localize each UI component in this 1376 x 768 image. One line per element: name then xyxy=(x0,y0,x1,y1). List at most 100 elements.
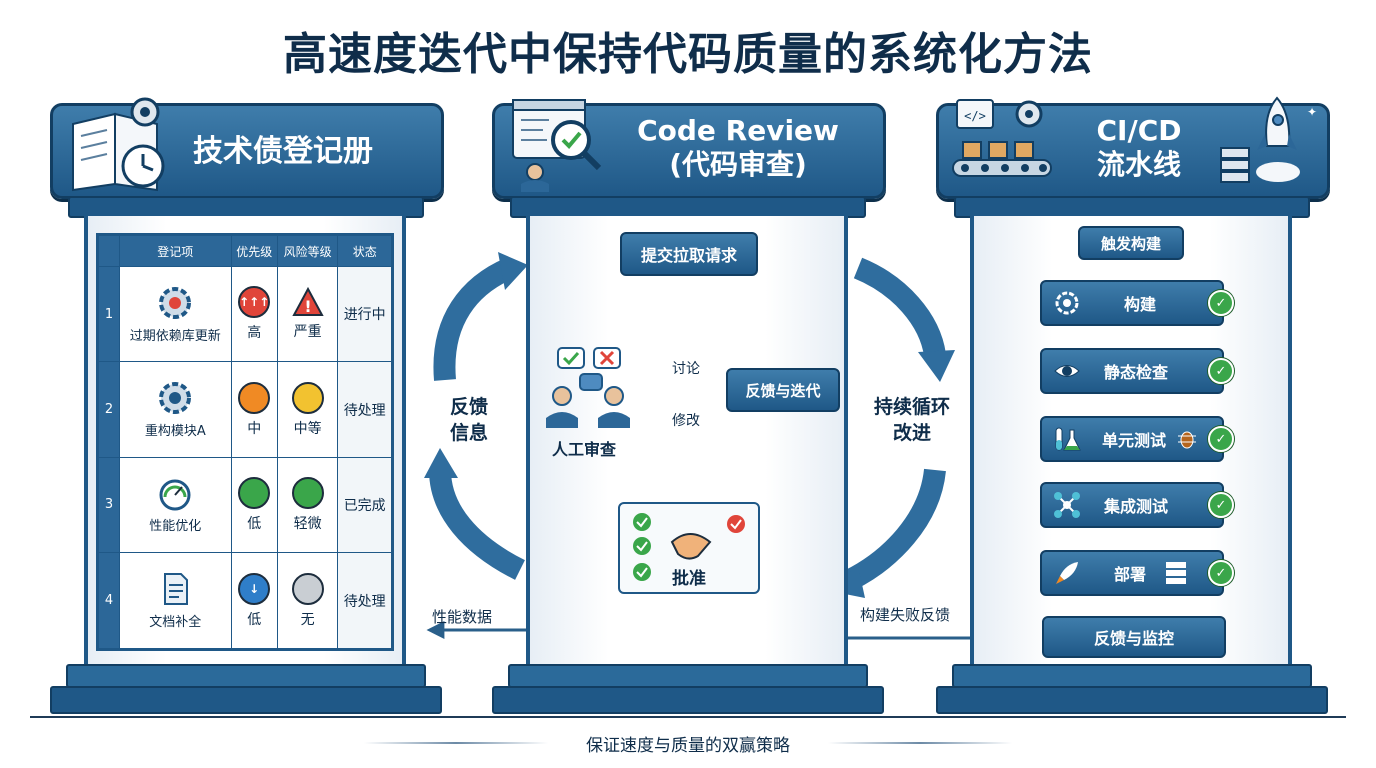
step-label: 构建 xyxy=(1124,295,1157,314)
risk-low-icon xyxy=(291,476,324,509)
tech-debt-base-bottom xyxy=(50,686,442,714)
table-header-row: 登记项 优先级 风险等级 状态 xyxy=(97,234,393,267)
code-review-base-top xyxy=(508,664,868,688)
ground-line xyxy=(30,716,1346,718)
feedback-arrow-up xyxy=(433,257,515,381)
lint-check-icon: ✓ xyxy=(1208,358,1234,384)
rocket-server-icon: ✦ xyxy=(1220,96,1317,183)
cicd-base-top xyxy=(952,664,1312,688)
code-review-header: Code Review (代码审查) xyxy=(492,99,886,199)
svg-text:</>: </> xyxy=(964,109,986,123)
unit-test-check-icon: ✓ xyxy=(1208,426,1234,452)
code-review-magnifier-icon xyxy=(512,99,602,192)
eye-icon xyxy=(1054,365,1080,377)
debt-item-name: 性能优化 xyxy=(149,519,202,535)
human-review-label: 人工审查 xyxy=(552,440,617,459)
test-tube-icon xyxy=(1055,427,1081,451)
gauge-icon xyxy=(159,479,191,511)
pipeline-step-deploy: 部署 xyxy=(1040,550,1224,596)
footer-slogan: 保证速度与质量的双赢策略 xyxy=(586,736,790,756)
table-row: 3 性能优化 低 轻微 已完成 xyxy=(97,456,393,554)
approve-card: 批准 xyxy=(618,502,760,594)
submit-pr-box: 提交拉取请求 xyxy=(620,232,758,276)
col-header-risk: 风险等级 xyxy=(276,234,339,267)
approve-label: 批准 xyxy=(672,569,706,589)
code-review-title: Code Review (代码审查) xyxy=(613,114,863,181)
tech-debt-title: 技术债登记册 xyxy=(193,134,373,169)
feedback-info-label: 反馈 信息 xyxy=(449,396,488,444)
cicd-base-bottom xyxy=(936,686,1328,714)
integration-test-check-icon: ✓ xyxy=(1208,492,1234,518)
debt-item-name: 文档补全 xyxy=(149,615,202,631)
gear-icon xyxy=(159,382,192,415)
priority-label: 高 xyxy=(247,325,262,342)
feedback-arrow-down xyxy=(429,469,526,580)
build-fail-label: 构建失败反馈 xyxy=(860,606,951,624)
trigger-build-box: 触发构建 xyxy=(1078,226,1184,260)
perf-data-label: 性能数据 xyxy=(432,608,493,626)
priority-medium-icon xyxy=(238,381,271,414)
pipeline-step-unit-test: 单元测试 xyxy=(1040,416,1224,462)
page-title: 高速度迭代中保持代码质量的系统化方法 xyxy=(283,29,1093,80)
step-label: 集成测试 xyxy=(1104,497,1169,516)
build-check-icon: ✓ xyxy=(1208,290,1234,316)
pipeline-step-integration-test: 集成测试 xyxy=(1040,482,1224,528)
server-icon xyxy=(1166,562,1187,584)
risk-medium-icon xyxy=(291,381,324,414)
rocket-icon xyxy=(1056,562,1078,584)
debt-item-name: 过期依赖库更新 xyxy=(129,328,221,344)
risk-label: 中等 xyxy=(293,420,322,437)
debt-item-name: 重构模块A xyxy=(144,424,206,440)
priority-label: 低 xyxy=(247,515,262,532)
risk-none-icon xyxy=(291,572,324,605)
risk-label: 无 xyxy=(300,611,315,628)
status-cell: 进行中 xyxy=(337,265,393,363)
gear-alert-icon xyxy=(159,286,192,319)
priority-label: 低 xyxy=(247,611,262,628)
table-row: 1 过期依赖库更新 ↑↑↑高 !严重 进行中 xyxy=(97,265,393,363)
risk-label: 轻微 xyxy=(293,515,322,532)
deploy-check-icon: ✓ xyxy=(1208,560,1234,586)
cicd-header: </> CI/CD 流水线 ✦ xyxy=(936,96,1330,199)
continuous-arrow-down xyxy=(853,257,946,358)
feedback-iterate-box: 反馈与迭代 xyxy=(726,368,840,412)
network-nodes-icon xyxy=(1054,492,1080,518)
footer-line-right xyxy=(828,742,1012,744)
priority-label: 中 xyxy=(247,420,262,437)
step-label: 单元测试 xyxy=(1102,431,1167,450)
pipeline-step-build: 构建 xyxy=(1040,280,1224,326)
col-header-status: 状态 xyxy=(337,234,393,267)
risk-label: 严重 xyxy=(293,324,322,341)
approve-checks-icon xyxy=(633,513,745,581)
cicd-title: CI/CD 流水线 xyxy=(1069,114,1209,181)
priority-low-icon xyxy=(238,476,271,509)
row-number: 3 xyxy=(97,456,120,554)
reviewers-chat-icon xyxy=(546,347,630,428)
status-cell: 已完成 xyxy=(337,456,393,554)
code-review-cap xyxy=(510,196,866,218)
modify-label: 修改 xyxy=(672,413,700,429)
cicd-title-line1: CI/CD xyxy=(1096,114,1182,147)
tech-debt-table: 登记项 优先级 风险等级 状态 1 过期依赖库更新 ↑↑↑高 !严重 进行中 2… xyxy=(96,233,394,651)
tech-debt-base-top xyxy=(66,664,426,688)
step-label: 部署 xyxy=(1114,565,1147,584)
continuous-improve-label: 持续循环 改进 xyxy=(873,396,950,444)
cicd-cap xyxy=(954,196,1310,218)
pipeline-step-lint: 静态检查 xyxy=(1040,348,1224,394)
table-row: 2 重构模块A 中 中等 待处理 xyxy=(97,361,393,458)
col-header-item: 登记项 xyxy=(119,234,232,267)
continuous-arrow-up xyxy=(844,468,946,590)
book-gear-clock-icon xyxy=(72,97,165,192)
svg-text:✦: ✦ xyxy=(1307,105,1317,119)
status-cell: 待处理 xyxy=(337,552,393,650)
tech-debt-cap xyxy=(68,196,424,218)
code-review-title-line1: Code Review xyxy=(637,114,839,147)
row-number: 4 xyxy=(97,552,120,650)
footer-line-left xyxy=(364,742,548,744)
priority-low-down-icon: ↓ xyxy=(238,572,271,605)
discuss-label: 讨论 xyxy=(672,361,700,377)
svg-text:!: ! xyxy=(304,297,311,316)
status-cell: 待处理 xyxy=(337,361,393,458)
conveyor-gear-icon: </> xyxy=(952,99,1052,177)
step-label: 静态检查 xyxy=(1104,363,1169,382)
